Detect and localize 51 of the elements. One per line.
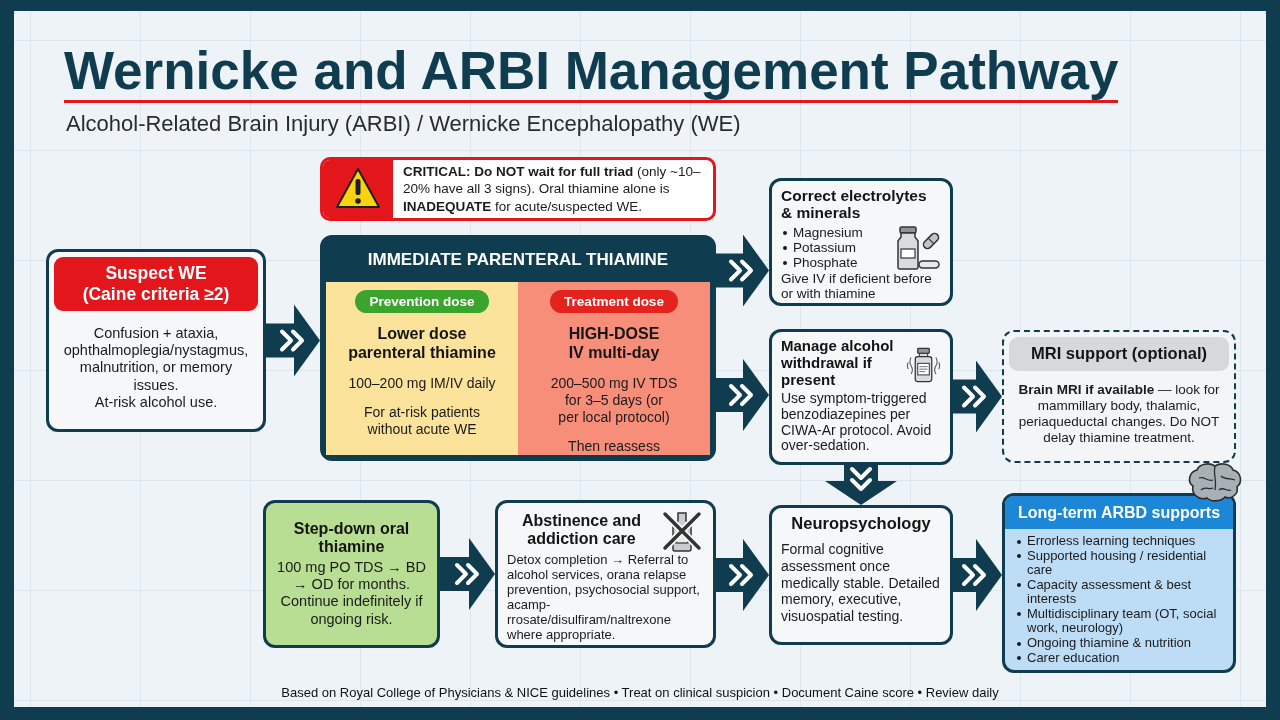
dose-tag: Treatment dose [550,290,678,314]
box-heading: IMMEDIATE PARENTERAL THIAMINE [367,250,669,271]
bullet-item: Carer education [1015,650,1223,666]
box-heading: Lower dose parenteral thiamine [347,325,497,364]
dose-panel [518,282,710,455]
footer-note: Based on Royal College of Physicians & NICE guidelines • Treat on clinical suspicion • Document Caine score • Review daily [281,685,999,700]
process-box [769,178,953,306]
bullet-item: Ongoing thiamine & nutrition [1015,635,1223,651]
box-heading: MRI support (optional) [1031,344,1207,364]
optional-step-box [1002,330,1236,463]
process-box [769,505,953,645]
box-heading: Manage alcohol withdrawal if present [781,338,895,389]
bullet-item: Potassium [781,240,891,256]
box-text: For at-risk patients without acute WE [363,403,481,438]
dose-group-panel [320,235,716,461]
bullet-item: Errorless learning techniques [1015,534,1223,549]
box-text: Give IV if deficient before or with thiamine [781,270,933,301]
box-text: Detox completion → Referral to alcohol services, orana relapse prevention, psychosocial support, acamp-rrosate/disulfiram/naltrexone where appropriate. [507,553,701,643]
box-heading: Step-down oral thiamine [292,519,411,556]
bullet-item: Phosphate [781,255,891,271]
process-box [263,500,440,648]
box-text: Use symptom-triggered benzodiazepines per CIWA-Ar protocol. Avoid over-sedation. [781,391,933,455]
bullet-item: Capacity assessment & best interests [1015,577,1223,607]
box-heading: Correct electrolytes & minerals [781,187,928,222]
box-text: 100 mg PO TDS → BD → OD for months. [276,558,427,594]
dose-panel [326,282,518,455]
alert-box [320,157,716,221]
box-text: Then reassess [568,437,660,455]
page-title: Wernicke and ARBI Management Pathway [64,42,1119,104]
box-text: Continue indefinitely if ongoing risk. [279,593,424,629]
box-text: 200–500 mg IV TDS for 3–5 days (or per local protocol) [549,375,679,426]
box-heading: Neuropsychology [790,514,932,533]
criteria-box [46,249,266,432]
process-box [769,329,953,465]
box-heading: Abstinence and addiction care [520,511,643,548]
box-heading: (Caine criteria ≥2) [82,284,230,305]
dose-tag: Prevention dose [355,290,489,314]
bullet-item: Multidisciplinary team (OT, social work, neurology) [1015,606,1223,636]
box-heading: Suspect WE [105,263,207,284]
process-box [495,500,716,648]
alert-text: CRITICAL: Do NOT wait for full triad (only ~10–20% have all 3 signs). Oral thiamine alone is INADEQUATE for acute/suspected WE. [402,163,702,215]
box-text: Formal cognitive assessment once medically stable. Detailed memory, executive, visuospatial testing. [781,541,941,625]
box-text: At-risk alcohol use. [93,394,219,412]
bullet-item: Supported housing / residential care [1015,548,1223,578]
box-heading: Long-term ARBD supports [1017,503,1221,523]
box-text: 100–200 mg IM/IV daily [348,375,496,392]
page-subtitle: Alcohol-Related Brain Injury (ARBI) / Wernicke Encephalopathy (WE) [66,111,741,137]
box-text: Confusion + ataxia, ophthalmoplegia/nystagmus, malnutrition, or memory issues. [62,324,250,395]
bullet-item: Magnesium [781,225,891,241]
box-text: Brain MRI if available — look for mammillary body, thalamic, periaqueductal changes. Do NOT delay thiamine treatment. [1017,381,1221,447]
box-heading: HIGH-DOSE IV multi-day [567,325,661,364]
